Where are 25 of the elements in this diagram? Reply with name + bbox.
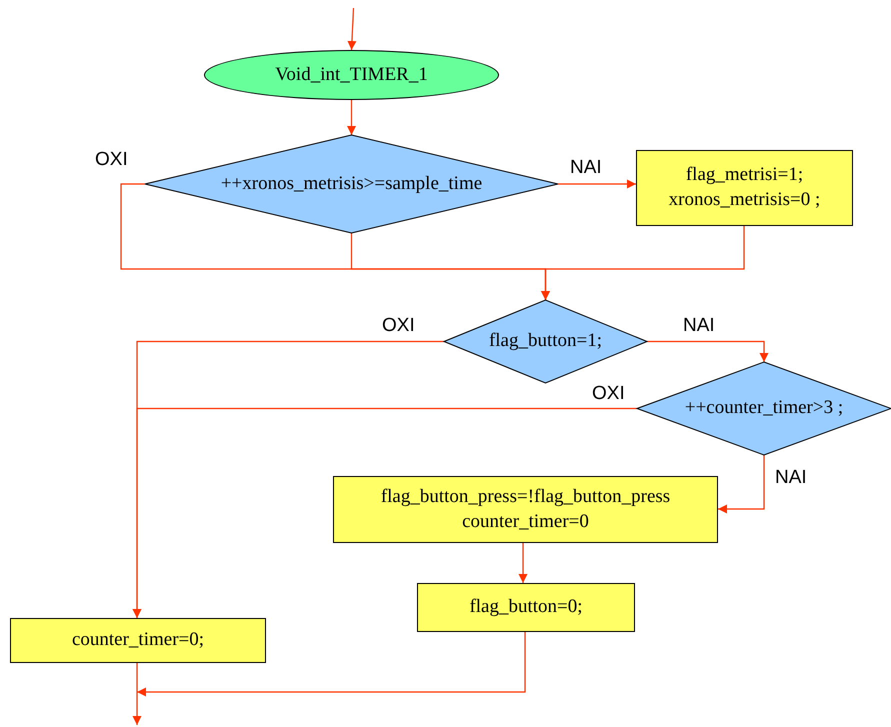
- decision-diamond: [444, 300, 647, 383]
- node-text: ++counter_timer>3 ;: [684, 396, 844, 420]
- arrow: [347, 100, 356, 135]
- process-box: [636, 150, 853, 226]
- node-text: ++xronos_metrisis>=sample_time: [220, 172, 482, 196]
- node-text: flag_button=1;: [488, 329, 602, 354]
- arrow: [132, 408, 637, 618]
- arrow: [647, 340, 768, 362]
- node-text: flag_button_press=!flag_button_press counter_timer=0: [380, 484, 672, 534]
- decision-diamond: [145, 135, 558, 233]
- node-text: flag_metrisi=1; xronos_metrisis=0 ;: [668, 163, 822, 212]
- arrow: [518, 543, 528, 583]
- process-box: [417, 583, 635, 632]
- process-box: [333, 476, 718, 543]
- arrow: [718, 455, 765, 514]
- process-box: [10, 618, 266, 663]
- node-text: flag_button=0;: [468, 595, 584, 620]
- arrow: [137, 632, 526, 696]
- arrow: [558, 180, 636, 188]
- arrow: [541, 226, 745, 300]
- node-text: Void_int_TIMER_1: [275, 62, 428, 87]
- arrow: [132, 663, 142, 725]
- arrow: [347, 8, 356, 50]
- node-text: counter_timer=0;: [70, 628, 206, 652]
- decision-diamond: [637, 362, 891, 455]
